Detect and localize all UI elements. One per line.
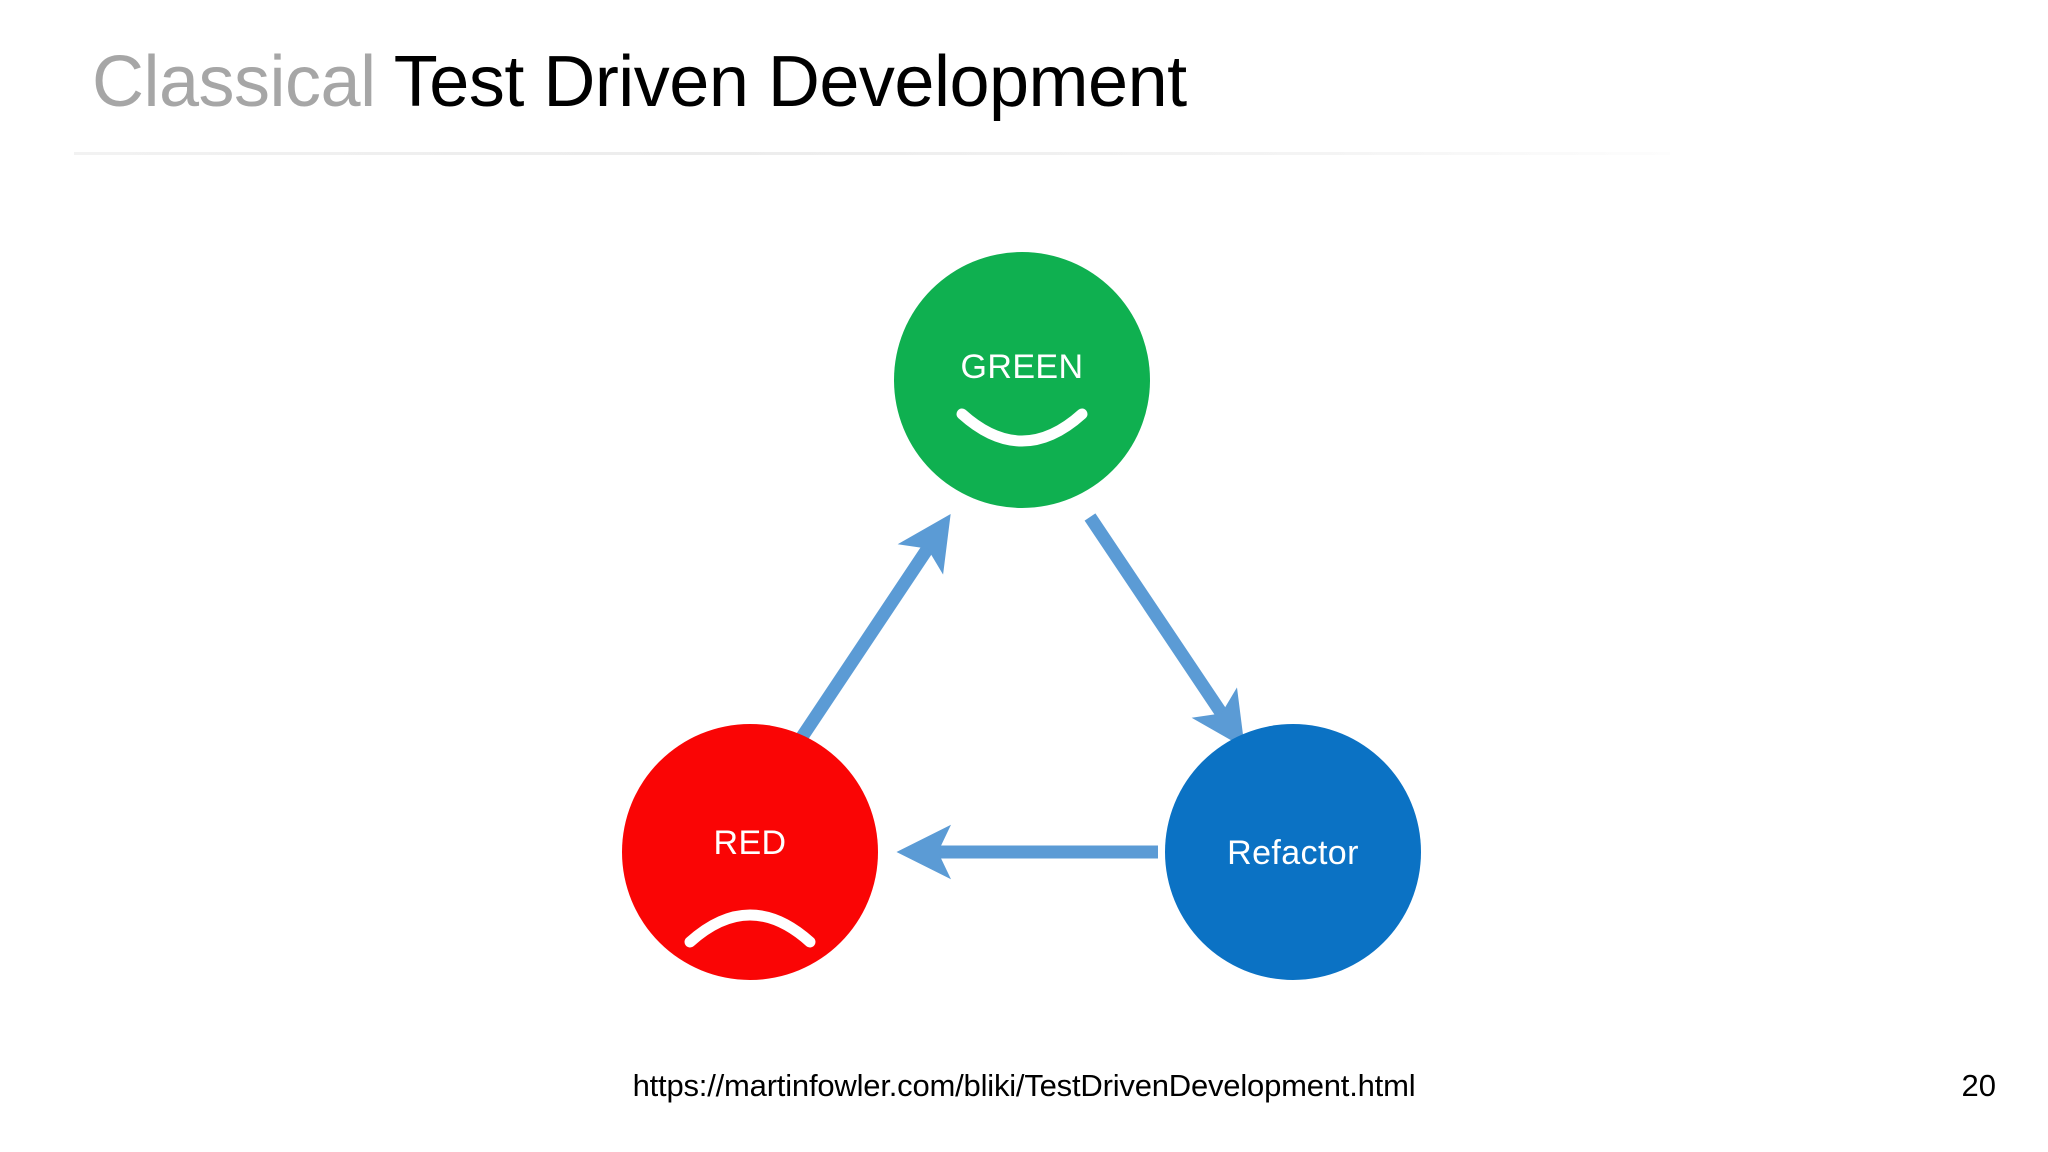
- node-red[interactable]: RED: [622, 724, 878, 980]
- arrow-red-to-green: [794, 514, 951, 744]
- smile-icon: [956, 408, 1088, 447]
- node-refactor[interactable]: Refactor: [1165, 724, 1421, 980]
- title-divider: [74, 152, 1670, 155]
- source-url[interactable]: https://martinfowler.com/bliki/TestDrive…: [632, 1068, 1416, 1103]
- node-green-label: GREEN: [960, 348, 1084, 386]
- node-red-label: RED: [713, 824, 787, 862]
- title-prefix: Classical: [92, 42, 394, 122]
- node-refactor-label: Refactor: [1227, 834, 1359, 872]
- page-title: Classical Test Driven Development: [92, 38, 1792, 126]
- page-number: 20: [1961, 1068, 1996, 1103]
- frown-icon: [684, 909, 816, 948]
- node-green[interactable]: GREEN: [894, 252, 1150, 508]
- title-main: Test Driven Development: [393, 42, 1187, 122]
- arrow-green-to-refactor: [1084, 513, 1245, 748]
